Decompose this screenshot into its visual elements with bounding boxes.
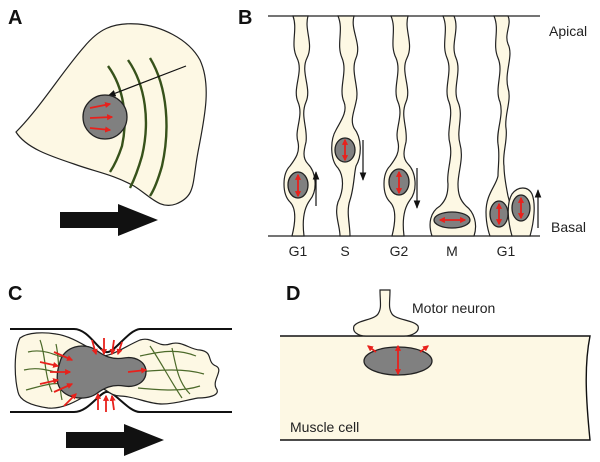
phase-labels: G1 S G2 M G1 <box>289 243 516 259</box>
cell-m-phase <box>429 15 477 237</box>
basal-label: Basal <box>551 219 586 235</box>
phase-label-g1-late: G1 <box>497 243 516 259</box>
phase-label-s: S <box>340 243 349 259</box>
panel-a-label: A <box>8 7 22 29</box>
cell-g1-early <box>283 15 316 237</box>
phase-label-g2: G2 <box>390 243 409 259</box>
panel-c: C <box>8 283 232 456</box>
panel-d: D Motor neuron Muscle cell <box>280 283 591 441</box>
cell-s-phase <box>331 15 361 237</box>
panel-d-label: D <box>286 283 300 305</box>
motor-neuron-terminal <box>353 289 419 337</box>
centrosome-pull-arrow <box>107 65 187 97</box>
panel-b-label: B <box>238 7 252 29</box>
phase-label-g1: G1 <box>289 243 308 259</box>
migration-direction-arrow-a <box>60 204 158 236</box>
panel-c-label: C <box>8 283 22 305</box>
muscle-cell-label: Muscle cell <box>290 419 359 435</box>
cell-g2-phase <box>383 15 416 237</box>
phase-label-m: M <box>446 243 458 259</box>
motor-neuron-label: Motor neuron <box>412 300 495 316</box>
panel-a: A <box>8 7 207 236</box>
migration-direction-arrow-c <box>66 424 164 456</box>
muscle-cell <box>280 335 591 441</box>
cell-g1-daughters <box>485 15 535 237</box>
panel-b: B Apical Basal <box>238 7 587 259</box>
microtubule-arcs-a <box>107 57 168 197</box>
apical-label: Apical <box>549 23 587 39</box>
constriction-bottom-wall <box>10 390 232 413</box>
nucleus-c <box>56 345 147 399</box>
force-arrows-d <box>367 344 429 376</box>
force-arrows-c <box>39 338 148 412</box>
nuclear-migration-arrows-b <box>312 140 542 228</box>
force-arrows-a <box>89 101 114 133</box>
